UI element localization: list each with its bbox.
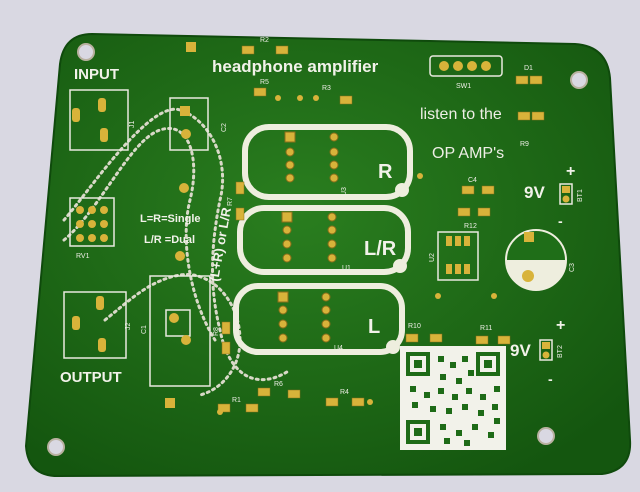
refdes-u1: U1 xyxy=(342,265,351,272)
refdes-r1: R1 xyxy=(232,397,241,404)
ic-u2 xyxy=(437,231,479,281)
input-jack-j1 xyxy=(69,89,129,151)
board-title: headphone amplifier xyxy=(212,57,379,76)
refdes-c3: C3 xyxy=(569,263,576,272)
refdes-bt2: BT2 xyxy=(557,345,564,358)
qr-code xyxy=(400,346,506,450)
channel-outline-dots xyxy=(386,183,409,354)
socket-u4 xyxy=(277,291,331,343)
channel-lr-label: L/R xyxy=(364,238,397,260)
reference-designators: J1 J2 RV1 C1 C2 C3 C4 R1 R2 R3 R4 R5 R6 … xyxy=(76,37,584,404)
refdes-j2: J2 xyxy=(125,323,132,331)
channel-r-label: R xyxy=(378,161,393,183)
channel-l-label: L xyxy=(368,316,380,338)
socket-u3 xyxy=(284,131,339,183)
dotted-wire-routes xyxy=(62,107,292,397)
refdes-r5: R5 xyxy=(260,79,269,86)
capacitors-large xyxy=(149,42,211,408)
opamp-sockets xyxy=(277,131,339,343)
refdes-u3: U3 xyxy=(341,187,348,196)
tagline-line2: OP AMP's xyxy=(432,145,504,162)
refdes-r7: R7 xyxy=(227,197,234,206)
resistors xyxy=(217,45,545,413)
capacitor-c3 xyxy=(505,229,567,291)
refdes-bt1: BT1 xyxy=(577,189,584,202)
battery-connectors xyxy=(539,183,573,361)
audio-jacks xyxy=(63,89,129,359)
refdes-r3: R3 xyxy=(322,85,331,92)
refdes-r11: R11 xyxy=(480,325,492,332)
refdes-r12: R12 xyxy=(464,223,477,230)
refdes-r8: R8 xyxy=(213,327,220,336)
refdes-c4: C4 xyxy=(468,177,477,184)
output-jack-j2 xyxy=(63,291,127,359)
mounting-holes xyxy=(47,43,588,456)
switch-sw1 xyxy=(429,55,503,77)
refdes-r2: R2 xyxy=(260,37,269,44)
refdes-c2: C2 xyxy=(221,123,228,132)
refdes-r4: R4 xyxy=(340,389,349,396)
vias xyxy=(217,95,497,415)
battery-top-minus: - xyxy=(558,213,563,229)
refdes-u4: U4 xyxy=(334,345,343,352)
mode-single-label: L=R=Single xyxy=(140,213,201,225)
refdes-u2: U2 xyxy=(429,253,436,262)
input-label: INPUT xyxy=(74,66,119,83)
refdes-sw1: SW1 xyxy=(456,83,471,90)
output-label: OUTPUT xyxy=(60,369,122,386)
battery-bottom-plus: + xyxy=(556,317,565,334)
refdes-rv1: RV1 xyxy=(76,253,90,260)
mode-dual-label: L/R =Dual xyxy=(144,234,195,246)
refdes-r6: R6 xyxy=(274,381,283,388)
battery-bottom-label: 9V xyxy=(510,341,531,360)
channel-outlines xyxy=(233,124,413,355)
battery-bottom-minus: - xyxy=(548,371,553,387)
potentiometer-rv1 xyxy=(69,197,115,247)
refdes-r9: R9 xyxy=(520,141,529,148)
refdes-r10: R10 xyxy=(408,323,421,330)
battery-top-label: 9V xyxy=(524,183,545,202)
refdes-c1: C1 xyxy=(141,325,148,334)
tagline-line1: listen to the xyxy=(420,106,502,123)
battery-top-plus: + xyxy=(566,163,575,180)
refdes-d1: D1 xyxy=(524,65,533,72)
refdes-j1: J1 xyxy=(129,121,136,129)
socket-u1 xyxy=(281,211,337,263)
